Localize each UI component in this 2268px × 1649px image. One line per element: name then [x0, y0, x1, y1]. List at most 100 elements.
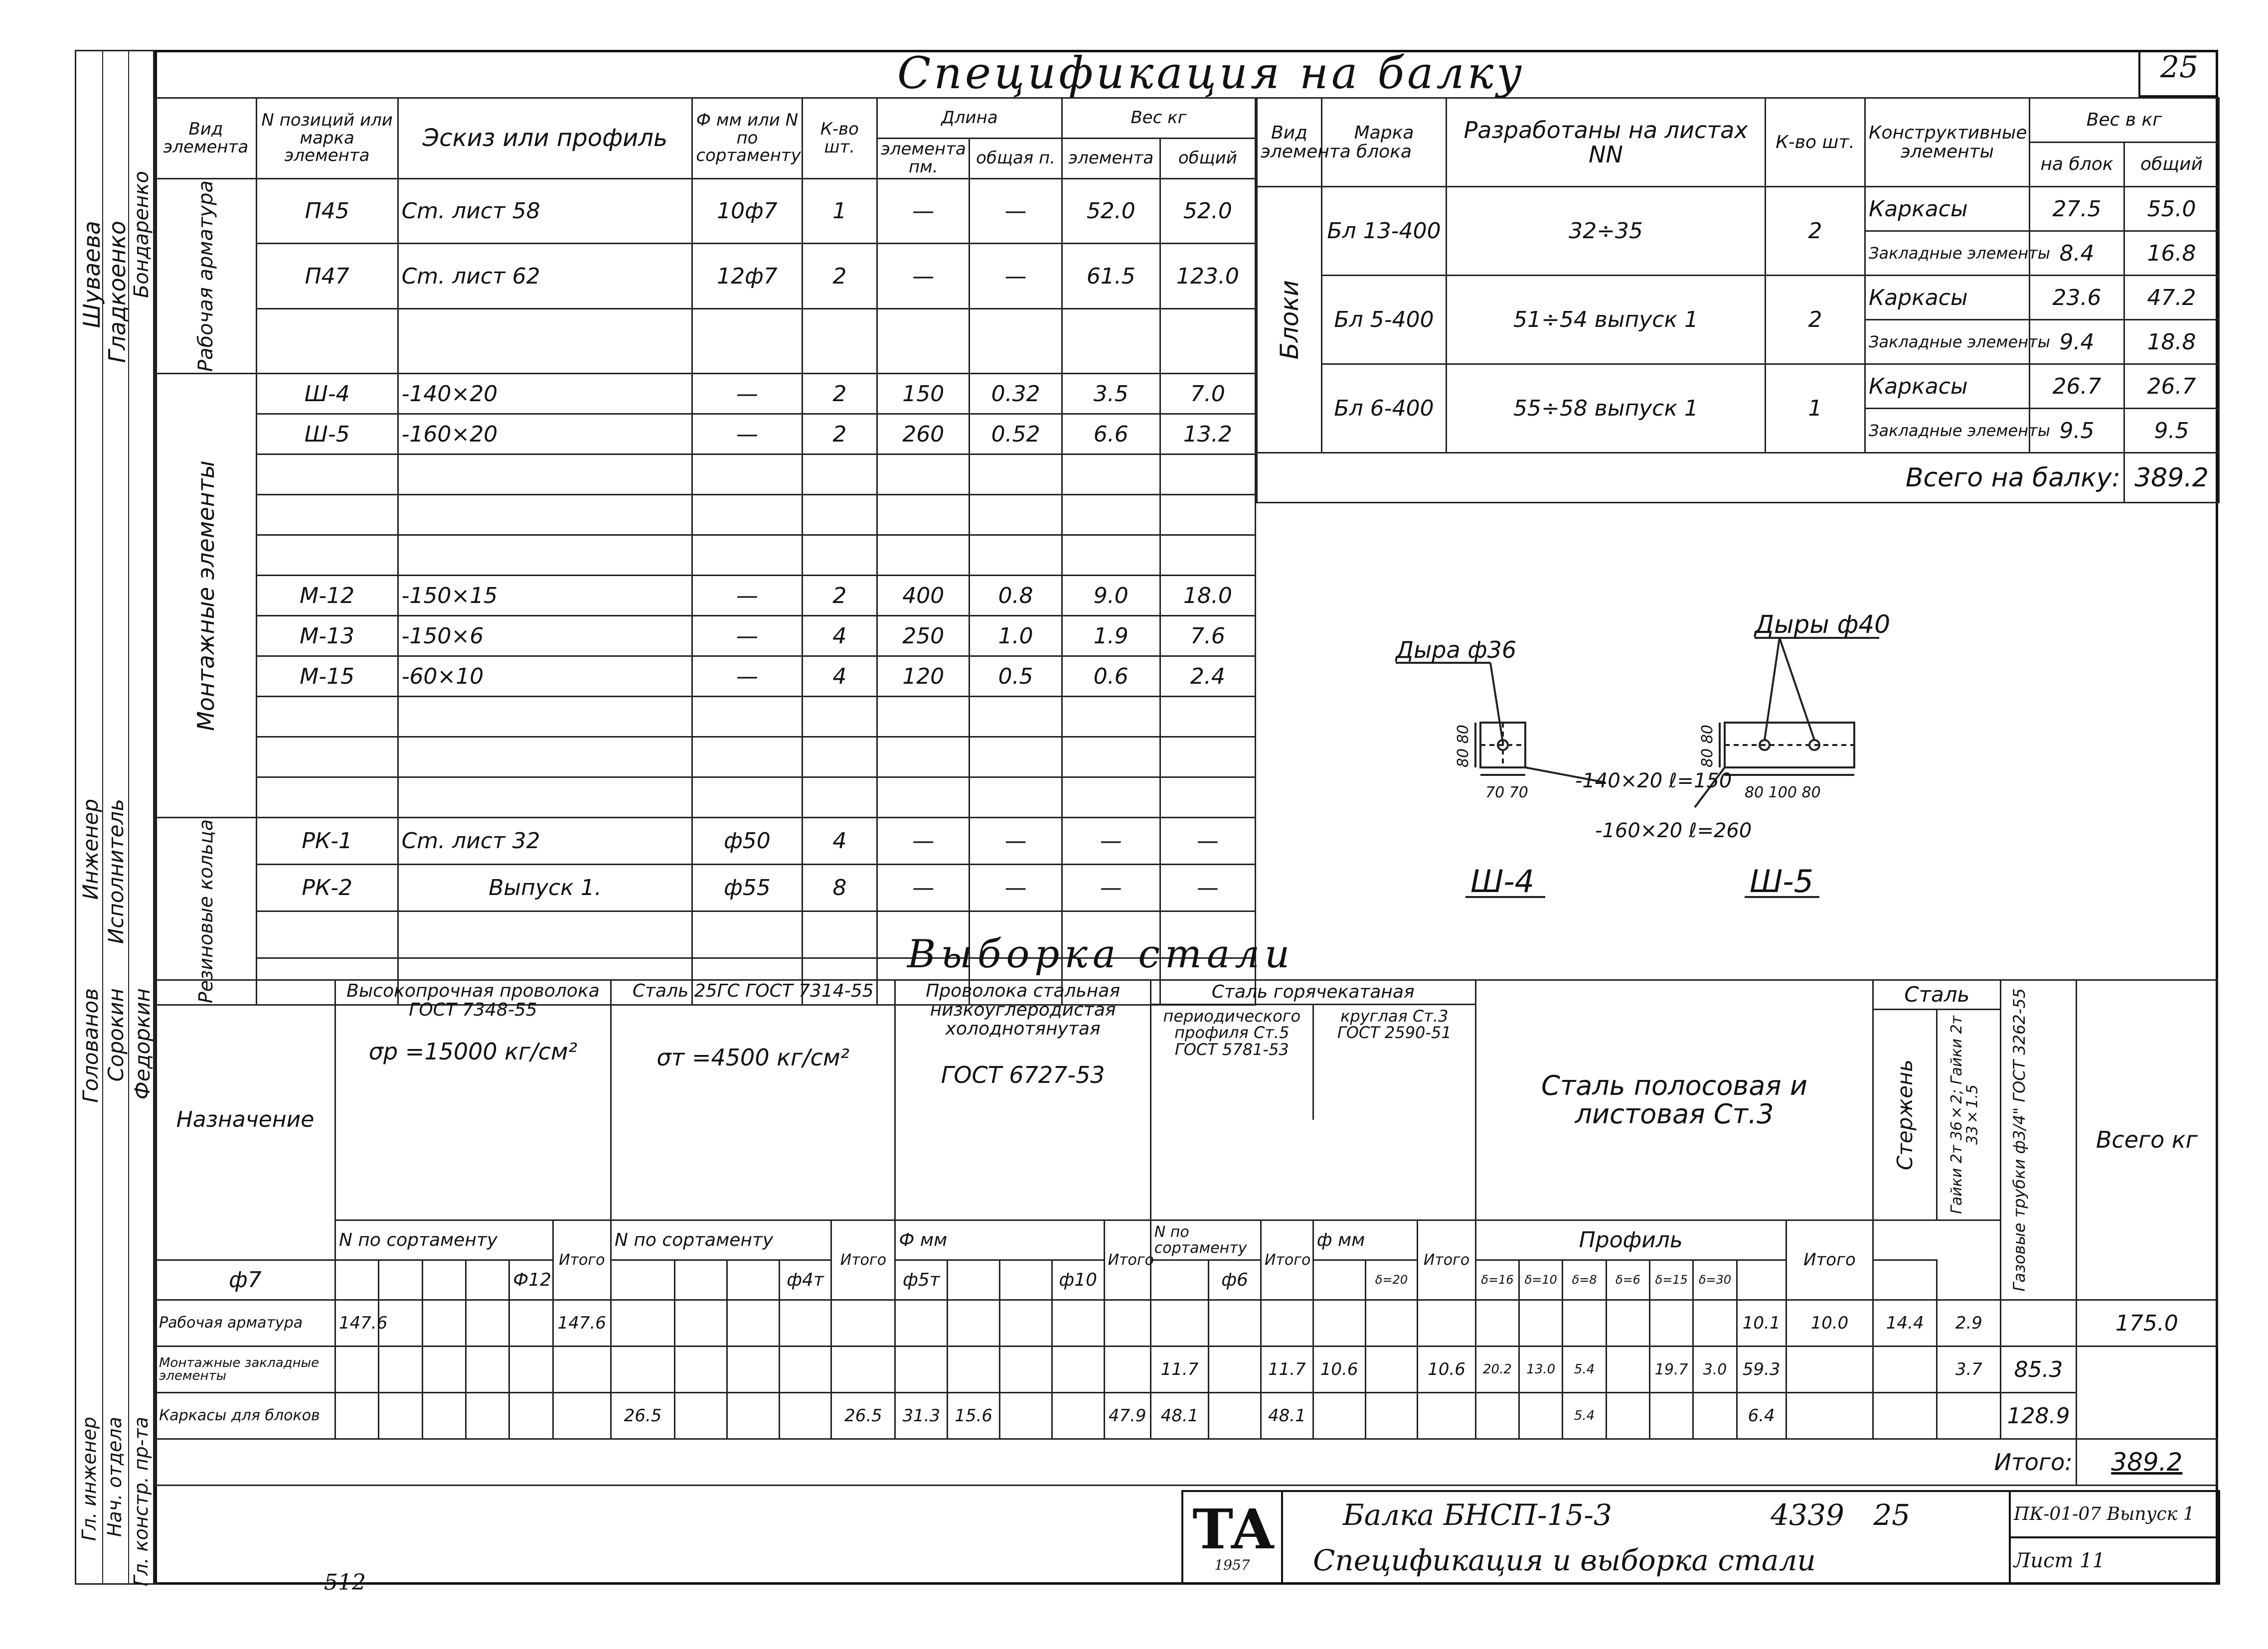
row-w-tot: 2.4 [1159, 655, 1257, 698]
blk-col-elements: Конструктивные элементы [1864, 97, 2030, 187]
row-len-tot: — [969, 864, 1063, 912]
sort-label-5: ф мм [1312, 1219, 1419, 1261]
steel-label: Сталь [1874, 981, 2000, 1011]
row-len-el: — [876, 243, 971, 309]
title-stamp: ТА 1957 Балка БНСП-15-3 4339 25 ПК-01-07… [1181, 1490, 2220, 1585]
cell: 26.5 [610, 1392, 676, 1440]
group2-title: Сталь 25ГС ГОСТ 7314-55 [632, 981, 874, 1001]
hole-label-2: Дыры ф40 [1754, 610, 1890, 639]
row-len-tot: 1.0 [969, 615, 1063, 657]
col-weight: Вес кг [1061, 97, 1257, 139]
signer-name-3: Бондаренко [130, 171, 153, 299]
block-mark: Бл 13-400 [1321, 186, 1447, 276]
col-pipe: Газовые трубки ф3/4" ГОСТ 3262-55 [2009, 988, 2029, 1292]
row-w-el: — [1061, 864, 1161, 912]
cell: 59.3 [1736, 1346, 1787, 1394]
hot-round: круглая Ст.3 ГОСТ 2590-51 [1337, 1006, 1452, 1043]
stamp-number: 4339 [1771, 1498, 1844, 1532]
row-qty: 4 [801, 655, 878, 698]
row-w-tot: 7.6 [1159, 615, 1257, 657]
block-mark: Бл 6-400 [1321, 363, 1447, 453]
block-mark: Бл 5-400 [1321, 275, 1447, 365]
cell: 20.2 [1474, 1346, 1520, 1394]
col-purpose: Назначение [155, 979, 336, 1261]
strip-size: δ=6 [1605, 1259, 1651, 1301]
row-w-tot: 123.0 [1159, 243, 1257, 309]
cell: 10.6 [1417, 1346, 1476, 1394]
blk-col-per-block: на блок [2029, 142, 2125, 187]
row-len-el: 120 [876, 655, 971, 698]
table-row [156, 307, 1257, 375]
sample-row-2: Монтажные закладные элементы 11.7 11.7 1… [155, 1346, 2218, 1394]
beam-total-label: Всего на балку: [1256, 452, 2124, 503]
row-profile: Выпуск 1. [397, 864, 693, 912]
blk-col-kind: Вид элемента [1256, 97, 1351, 187]
cell: 10.0 [1785, 1299, 1874, 1348]
col-total: Всего кг [2075, 979, 2219, 1301]
row-profile: Cm. лист 32 [397, 817, 693, 866]
table-row: Монтажные элементы Ш-4 -140×20 — 2 150 0… [155, 373, 1257, 819]
col-rod: Стержень [1892, 1059, 1917, 1171]
mark-sh5: Ш-5 [1750, 863, 1813, 899]
row-dia: — [691, 575, 803, 617]
row-mark: Ш-4 [255, 373, 399, 415]
table-row [156, 453, 1257, 496]
block-total: 16.8 [2123, 230, 2220, 276]
block-element: Закладные элементы [1864, 230, 2050, 276]
row-len-el: 260 [876, 413, 971, 455]
row-len-tot: — [969, 817, 1063, 866]
cell: 5.4 [1562, 1392, 1607, 1440]
table-row: РК-2 Выпуск 1. ф55 8 — — — — [156, 864, 1257, 912]
role-2: Исполнитель [104, 799, 128, 944]
cell: 175.0 [2075, 1299, 2219, 1348]
row-len-el: — [876, 177, 971, 245]
sort-label-2: N по сортаменту [610, 1219, 832, 1261]
row-w-tot: 52.0 [1159, 177, 1257, 245]
row-w-tot: 13.2 [1159, 413, 1257, 455]
block-total: 9.5 [2123, 408, 2220, 453]
group-label: Монтажные элементы [192, 460, 219, 731]
row-qty: 2 [801, 373, 878, 415]
group2-stress: σт =4500 кг/см² [656, 1044, 850, 1071]
table-row: М-12 -150×15 — 2 400 0.8 9.0 18.0 [156, 575, 1257, 617]
size-f7: ф7 [155, 1259, 336, 1301]
row-dia: 10ф7 [691, 177, 803, 245]
col-len-tot: общая п. [969, 138, 1063, 179]
strip-size: δ=16 [1474, 1259, 1520, 1301]
table-row: П47 Cm. лист 62 12ф7 2 — — 61.5 123.0 [156, 243, 1257, 309]
row-w-el: 1.9 [1061, 615, 1161, 657]
group-label: Рабочая арматура [194, 180, 217, 372]
itogo-6: Итого [1785, 1219, 1874, 1301]
cell: 6.4 [1736, 1392, 1787, 1440]
sort-label-1: N по сортаменту [334, 1219, 554, 1261]
cell: 3.0 [1692, 1346, 1738, 1394]
block-total: 18.8 [2123, 319, 2220, 365]
hole-label-1: Дыра ф36 [1395, 636, 1516, 663]
dim-left-2: 80 80 [1699, 725, 1716, 767]
block-sheets: 32÷35 [1446, 186, 1766, 276]
blk-col-mark: Марка блока [1321, 97, 1447, 187]
cell: 31.3 [894, 1392, 949, 1440]
itogo-1: Итого [552, 1219, 612, 1301]
block-element: Закладные элементы [1864, 319, 2050, 365]
row-dia: — [691, 413, 803, 455]
table-row: Бл 6-400 55÷58 выпуск 1 1 Каркасы 26.7 2… [1257, 363, 2220, 453]
group1-title: Высокопрочная проволока ГОСТ 7348-55 [346, 981, 600, 1020]
row-name: Каркасы для блоков [155, 1392, 336, 1440]
row-w-el: 9.0 [1061, 575, 1161, 617]
role-5: Гл. констр. пр-та [130, 1417, 152, 1587]
row-profile: Cm. лист 62 [397, 243, 693, 309]
sort-label-4: N по сортаменту [1149, 1219, 1262, 1261]
sheet-number-box: 25 [2138, 50, 2218, 97]
col-mark: N позиций или марка элемента [255, 97, 399, 179]
block-qty: 2 [1765, 186, 1866, 276]
strip-size: δ=20 [1364, 1259, 1419, 1301]
col-w-el: элемента [1061, 138, 1161, 179]
row-w-el: 6.6 [1061, 413, 1161, 455]
row-len-tot: 0.5 [969, 655, 1063, 698]
sheet-number: 25 [2160, 50, 2199, 85]
row-len-el: — [876, 817, 971, 866]
row-profile: -160×20 [397, 413, 693, 455]
block-total: 47.2 [2123, 275, 2220, 320]
block-element: Закладные элементы [1864, 408, 2050, 453]
